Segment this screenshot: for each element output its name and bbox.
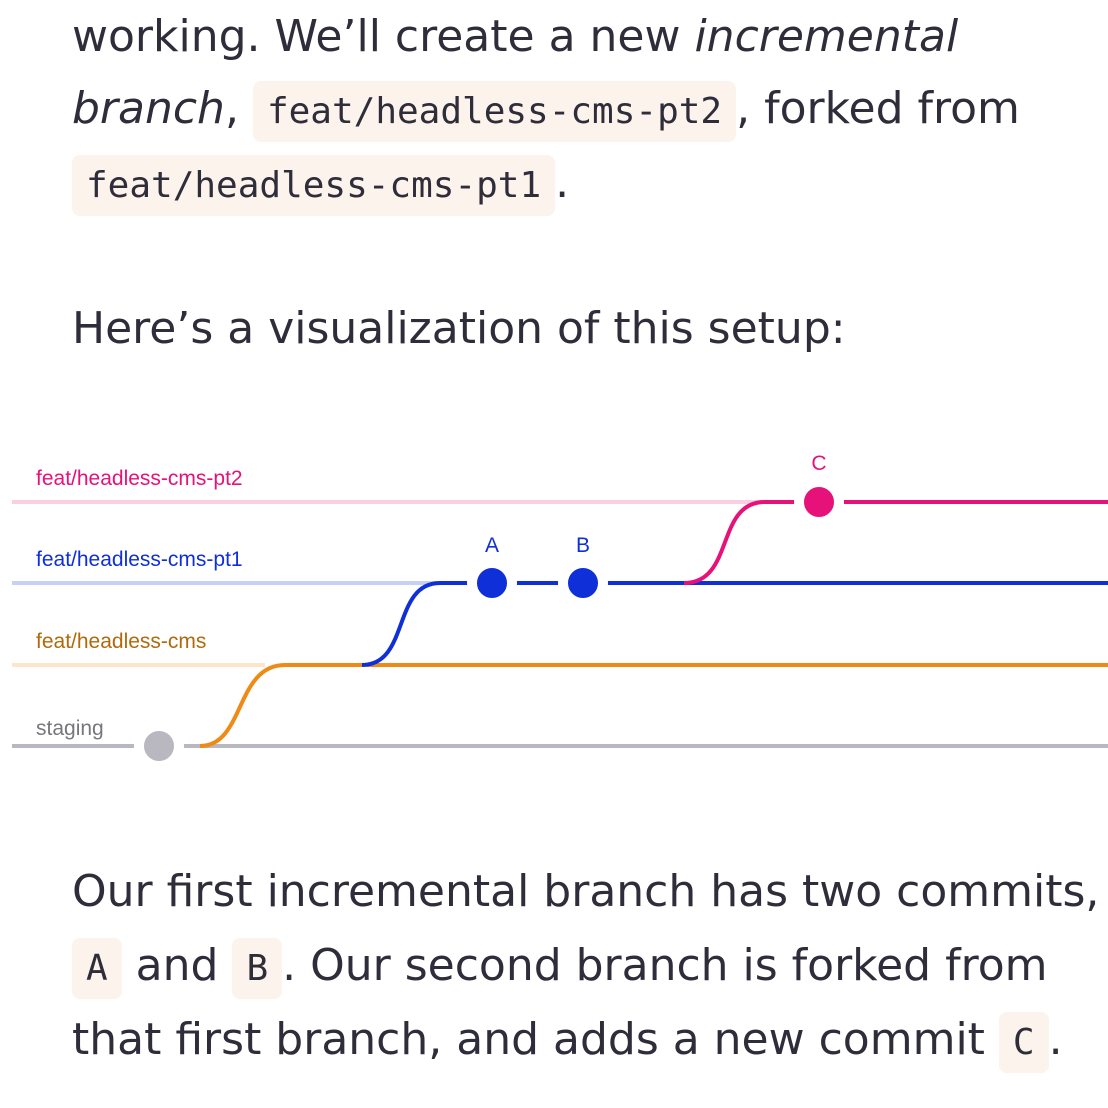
code-branch-pt2: feat/headless-cms-pt2 [252,81,737,142]
intro-emphasis-branch: branch [72,83,225,134]
intro-comma: , [224,83,239,134]
outro-text-second: . Our second branch is forked from [282,940,1048,991]
branch-label-staging: staging [36,717,104,740]
commit-label-b: B [576,534,590,557]
outro-period: . [1048,1014,1063,1065]
code-commit-a: A [72,938,122,999]
code-branch-pt1: feat/headless-cms-pt1 [72,155,556,216]
line-cms [199,663,1108,748]
outro-line-3: that first branch, and adds a new commit… [72,1003,1072,1080]
intro-line-1: working. We’ll create a new incremental [72,0,1072,74]
intro-line-2: branch, feat/headless-cms-pt2, forked fr… [72,72,1072,149]
branch-label-pt1: feat/headless-cms-pt1 [36,548,243,571]
outro-line-1: Our first incremental branch has two com… [72,866,1100,917]
branch-diagram: A B C feat/headless-cms-pt2 feat/headles… [12,452,1108,770]
intro-text-forked: , forked from [736,83,1020,134]
intro-emphasis: incremental [694,11,959,62]
intro-period: . [555,157,570,208]
commit-staging [134,721,184,770]
outro-text-commit: that first branch, and adds a new commit [72,1014,999,1065]
branch-label-pt2: feat/headless-cms-pt2 [36,467,243,490]
intro-line-3: feat/headless-cms-pt1. [72,146,1072,223]
outro-line-2: A and B. Our second branch is forked fro… [72,929,1072,1006]
commit-c [794,477,844,527]
intro-text: working. We’ll create a new [72,11,695,62]
viz-intro: Here’s a visualization of this setup: [72,303,846,354]
commit-a [467,558,517,608]
line-pt2 [683,500,1108,585]
commit-b [558,558,608,608]
outro-and: and [121,940,233,991]
code-commit-b: B [232,938,283,999]
commit-label-c: C [811,452,826,475]
commit-label-a: A [485,534,499,557]
code-commit-c: C [998,1012,1049,1073]
branch-label-cms: feat/headless-cms [36,630,206,653]
line-pt1 [361,581,1108,667]
